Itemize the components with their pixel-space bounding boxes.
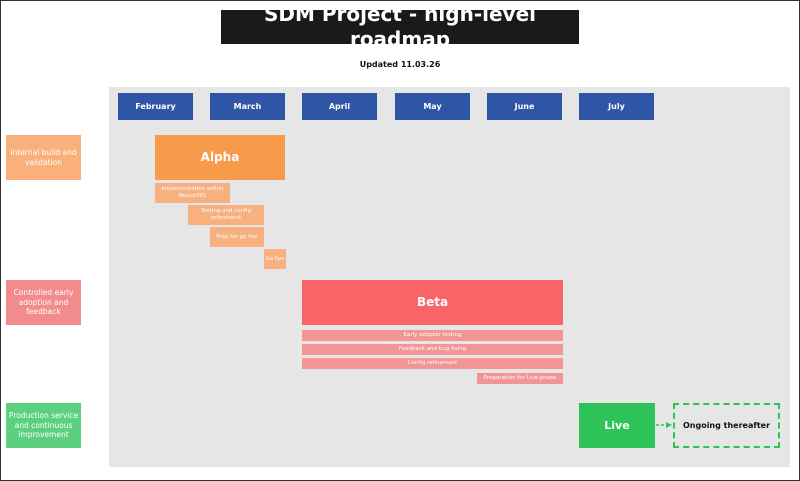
lane-production: Production service and continuous improv… [6,403,81,448]
alpha-task: Go live [264,249,286,269]
alpha-task: Testing and config refinement [188,205,264,225]
month-june: June [487,93,562,120]
beta-phase: Beta [302,280,563,325]
beta-task: Preparation for Live phase [477,373,563,384]
live-phase: Live [579,403,655,448]
beta-task: Feedback and bug fixing [302,344,563,355]
month-july: July [579,93,654,120]
month-march: March [210,93,285,120]
alpha-phase: Alpha [155,135,285,180]
month-april: April [302,93,377,120]
alpha-task: Prep for go live [210,227,264,247]
month-february: February [118,93,193,120]
lane-internal-build: Internal build and validation [6,135,81,180]
beta-task: Early adopter testing [302,330,563,341]
ongoing-box: Ongoing thereafter [673,403,780,448]
month-may: May [395,93,470,120]
lane-early-adoption: Controlled early adoption and feedback [6,280,81,325]
beta-task: Config refinement [302,358,563,369]
alpha-task: Implementation within Nexus365 [155,183,230,203]
updated-date: Updated 11.03.26 [359,60,441,69]
